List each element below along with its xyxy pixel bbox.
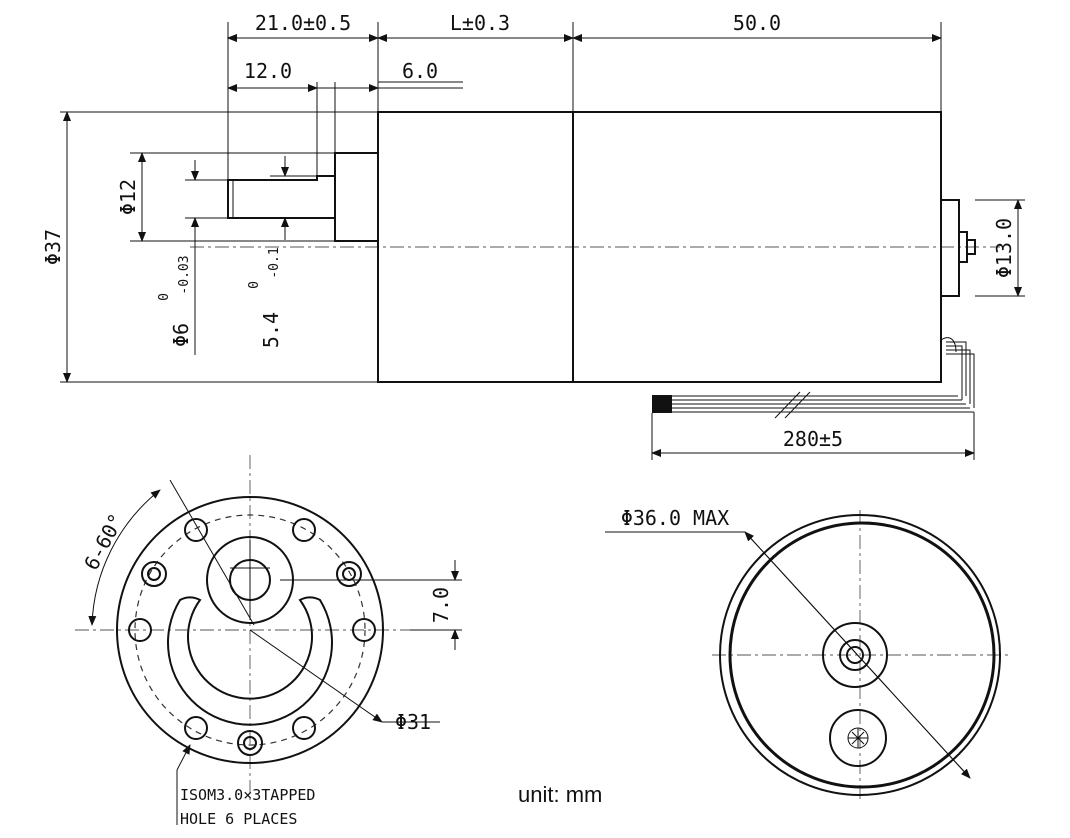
rear-view: Φ36.0 MAX <box>605 506 1010 800</box>
front-view: 6-60° 7.0 Φ31 ISOM3.0×3TAPPED HOLE 6 PLA… <box>75 455 462 828</box>
dim-wire-length: 280±5 <box>783 427 843 451</box>
dim-flat-tol-upper: 0 <box>247 281 262 289</box>
mounting-holes <box>128 518 376 756</box>
dim-gearbox-length: L±0.3 <box>450 11 510 35</box>
rear-terminal <box>829 709 887 767</box>
dim-hole-angle: 6-60° <box>79 509 128 573</box>
dim-flat-tol-lower: -0.1 <box>267 247 282 278</box>
dim-rear-max-diameter: Φ36.0 MAX <box>621 506 729 530</box>
wire-connector <box>652 395 672 413</box>
dim-shaft-length: 21.0±0.5 <box>255 11 351 35</box>
note-hole-count: HOLE 6 PLACES <box>180 810 297 828</box>
dim-shaft-tol-lower: -0.03 <box>177 255 192 294</box>
dim-shaft-diameter: Φ6 <box>169 323 193 347</box>
front-flange <box>116 496 384 764</box>
dim-flat-size: 5.4 <box>259 312 283 348</box>
lead-wires <box>652 337 975 419</box>
dim-pitch-circle: Φ31 <box>395 710 431 734</box>
dim-offset: 7.0 <box>429 587 453 623</box>
dim-boss-diameter: Φ12 <box>116 179 140 215</box>
output-boss <box>334 152 379 242</box>
dim-rear-boss-diameter: Φ13.0 <box>992 218 1016 278</box>
unit-label: unit: mm <box>518 782 602 807</box>
dim-boss-length: 6.0 <box>402 59 438 83</box>
rear-rim <box>728 521 996 789</box>
dim-motor-length: 50.0 <box>733 11 781 35</box>
side-view: 21.0±0.5 L±0.3 50.0 12.0 6.0 Φ37 Φ12 Φ6 … <box>41 11 1025 460</box>
rear-outline <box>719 514 1001 796</box>
note-tapped-holes: ISOM3.0×3TAPPED <box>180 786 315 804</box>
output-shaft <box>227 175 335 219</box>
dim-body-diameter: Φ37 <box>41 229 65 265</box>
crescent-slot <box>167 596 333 726</box>
dim-shaft-tol-upper: 0 <box>157 293 172 301</box>
dim-shaft-flat: 12.0 <box>244 59 292 83</box>
pitch-circle <box>134 514 366 746</box>
rear-boss <box>940 199 960 297</box>
rear-boss-ring <box>822 622 888 688</box>
